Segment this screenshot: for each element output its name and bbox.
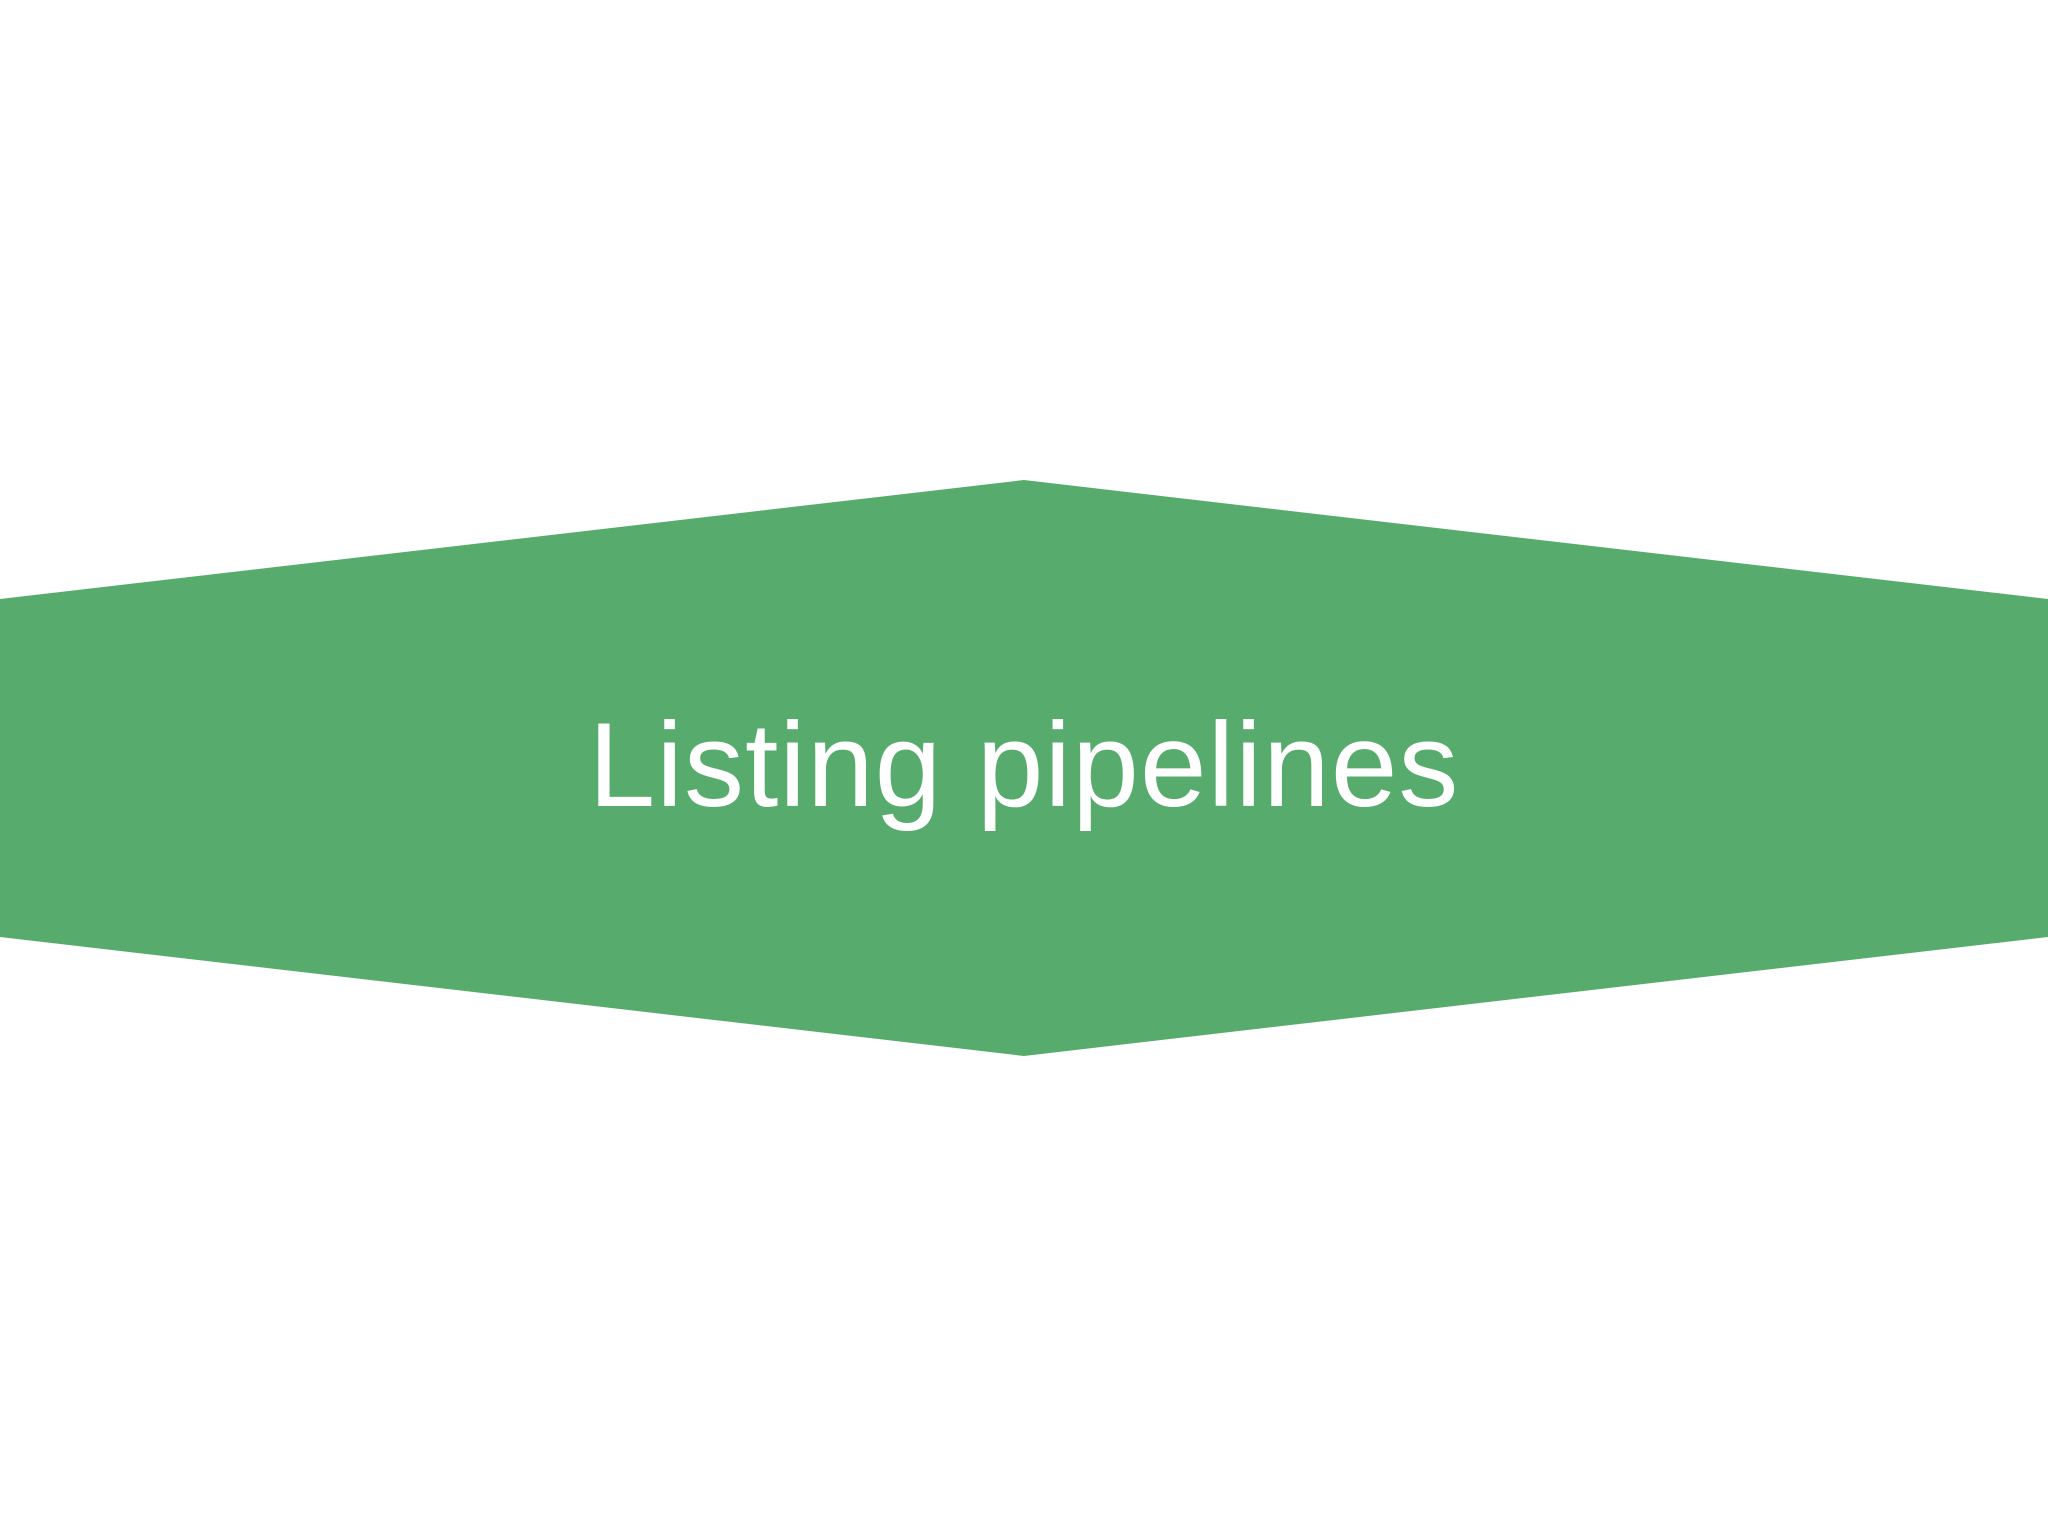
- slide-title: Listing pipelines: [588, 698, 1460, 832]
- hexagon-banner-shape: [0, 480, 2048, 1056]
